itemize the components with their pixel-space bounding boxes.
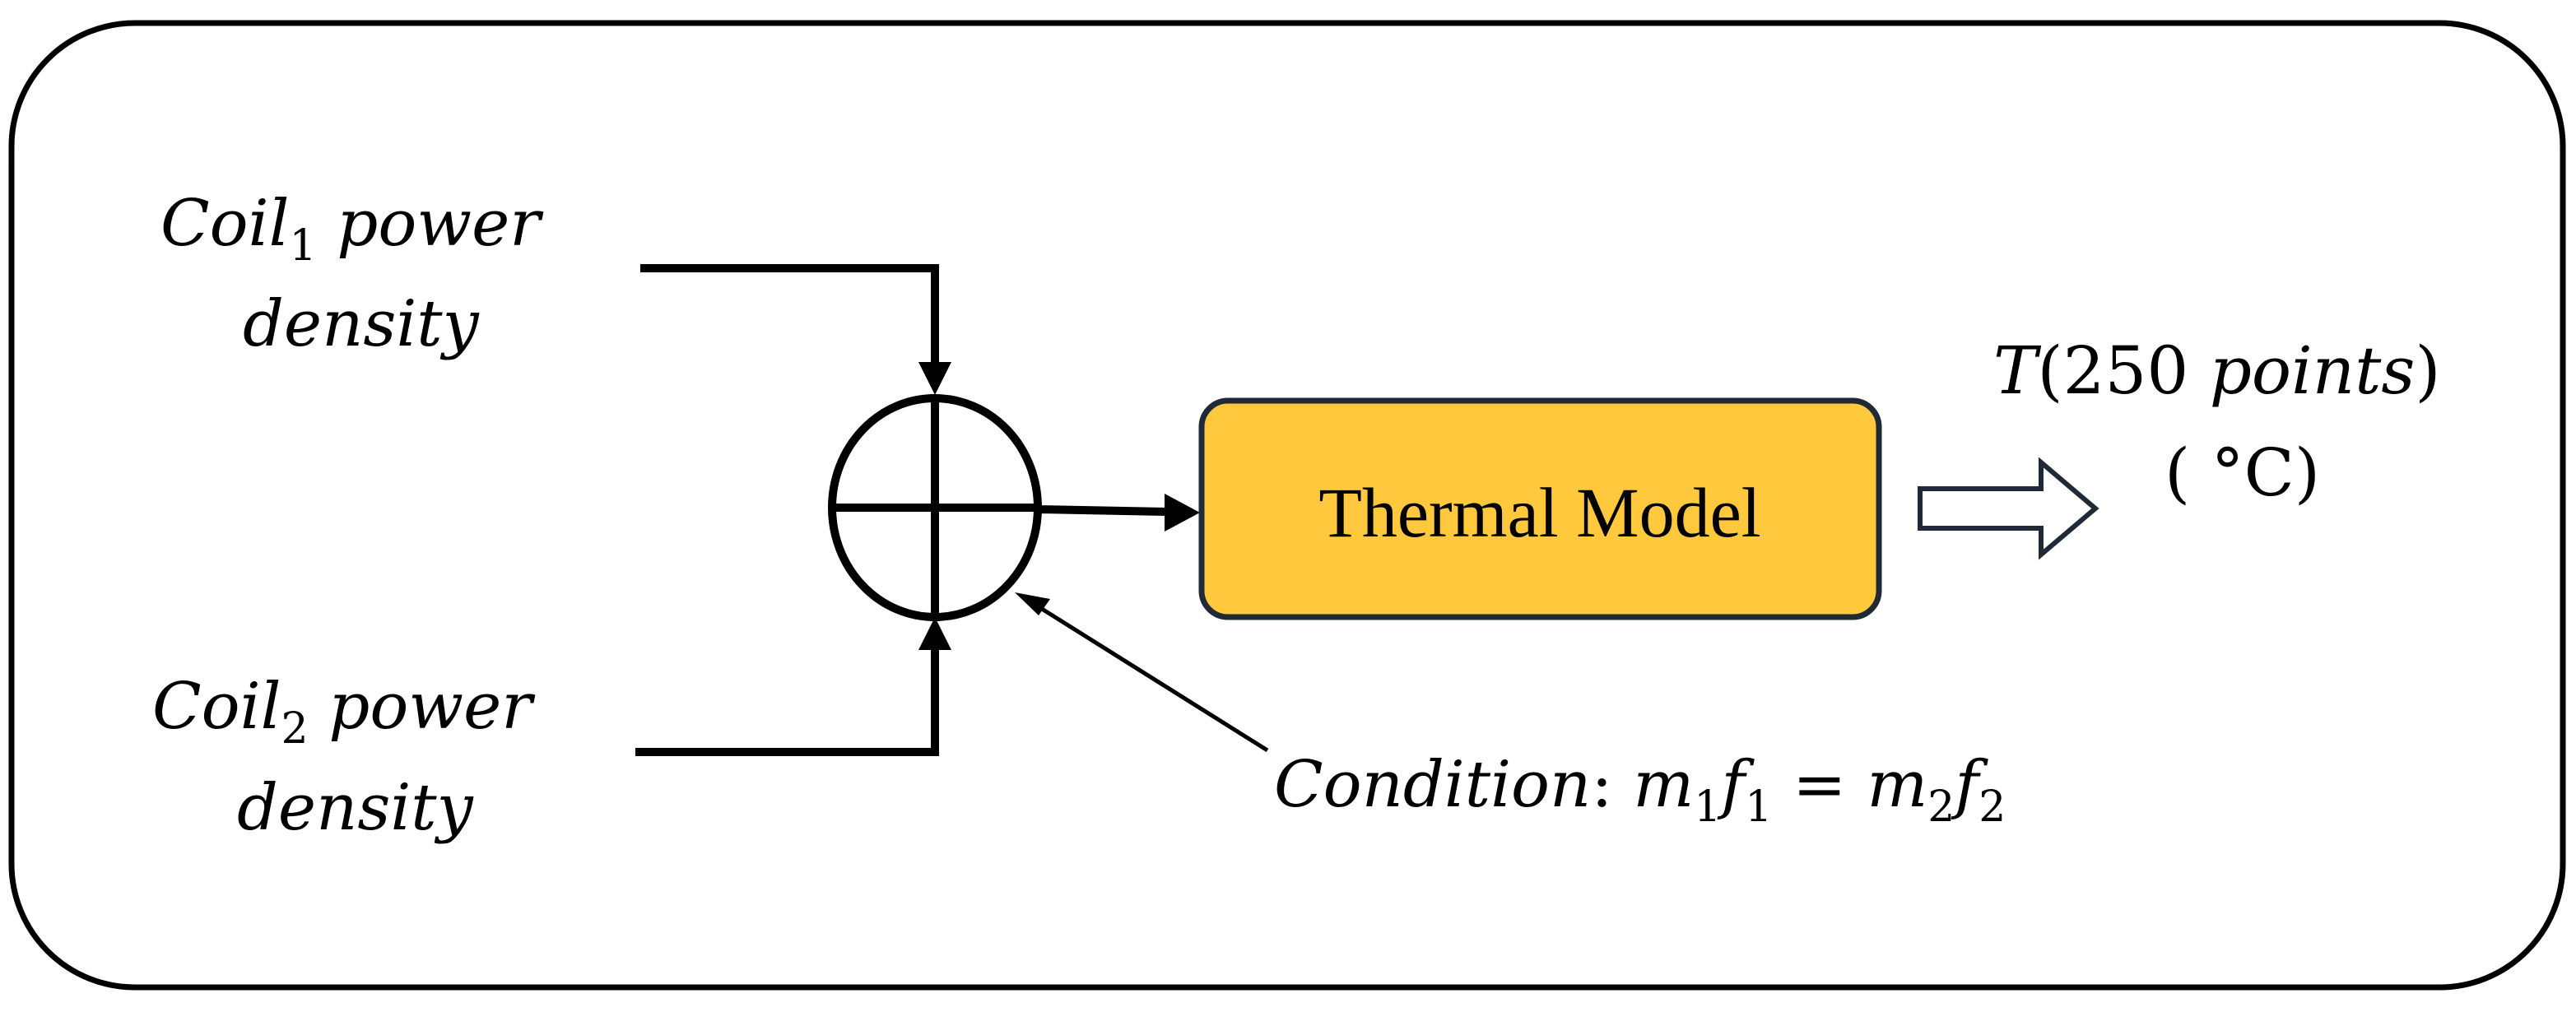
coil2-power-word: power xyxy=(309,670,537,744)
coil1-subscript: 1 xyxy=(290,221,317,271)
thermal-model-label: Thermal Model xyxy=(1318,473,1760,552)
condition-m1-sub: 1 xyxy=(1694,782,1721,832)
unit-celsius: °C xyxy=(2211,434,2295,511)
thermal-model-block: Thermal Model xyxy=(1198,397,1882,620)
condition-colon: : xyxy=(1591,748,1633,822)
coil2-density-word: density xyxy=(237,771,474,845)
top-input-arrowhead xyxy=(918,362,951,395)
condition-f1-sub: 1 xyxy=(1745,782,1772,832)
condition-equals: = xyxy=(1772,748,1867,822)
unit-paren-close: ) xyxy=(2295,434,2320,511)
condition-word: Condition xyxy=(1274,748,1591,822)
condition-pointer-line xyxy=(1034,602,1269,753)
top-input-connector xyxy=(640,264,939,388)
output-paren-open: ( xyxy=(2037,332,2062,409)
junction-to-model-arrowhead xyxy=(1165,494,1200,532)
output-points-word: points xyxy=(2210,332,2416,409)
junction-to-model-line xyxy=(1037,505,1169,516)
svg-text:T(250 points): T(250 points) xyxy=(1993,332,2441,409)
coil1-name: Coil xyxy=(160,187,290,261)
coil2-name: Coil xyxy=(152,670,281,744)
coil2-power-density-label: Coil2 power density xyxy=(152,670,536,845)
bottom-input-arrowhead xyxy=(918,617,951,650)
condition-pointer-arrowhead xyxy=(1015,592,1050,615)
svg-text:( °C): ( °C) xyxy=(2164,434,2320,511)
coil1-power-density-label: Coil1 power density xyxy=(160,187,544,361)
condition-m1: m xyxy=(1633,748,1694,822)
output-count: 250 xyxy=(2063,332,2210,409)
coil2-subscript: 2 xyxy=(281,704,309,754)
condition-m2-sub: 2 xyxy=(1927,782,1955,832)
summing-junction xyxy=(828,394,1042,621)
bottom-input-connector xyxy=(635,634,939,756)
output-temperature-label: T(250 points) ( °C) xyxy=(1993,332,2441,511)
condition-m2: m xyxy=(1867,748,1927,822)
output-paren-close: ) xyxy=(2415,332,2440,409)
svg-text:Condition: m1f1 = m2f2: Condition: m1f1 = m2f2 xyxy=(1274,748,2006,832)
svg-text:Coil1 power: Coil1 power xyxy=(160,187,544,271)
svg-text:Coil2 power: Coil2 power xyxy=(152,670,536,754)
coil1-power-word: power xyxy=(317,187,545,261)
coil1-density-word: density xyxy=(243,287,480,361)
output-symbol: T xyxy=(1993,332,2042,409)
condition-label: Condition: m1f1 = m2f2 xyxy=(1274,748,2006,832)
thermal-model-box xyxy=(1198,397,1882,620)
condition-f2-sub: 2 xyxy=(1978,782,2006,832)
output-arrow-icon xyxy=(1918,457,2099,560)
unit-paren-open: ( xyxy=(2164,434,2211,511)
